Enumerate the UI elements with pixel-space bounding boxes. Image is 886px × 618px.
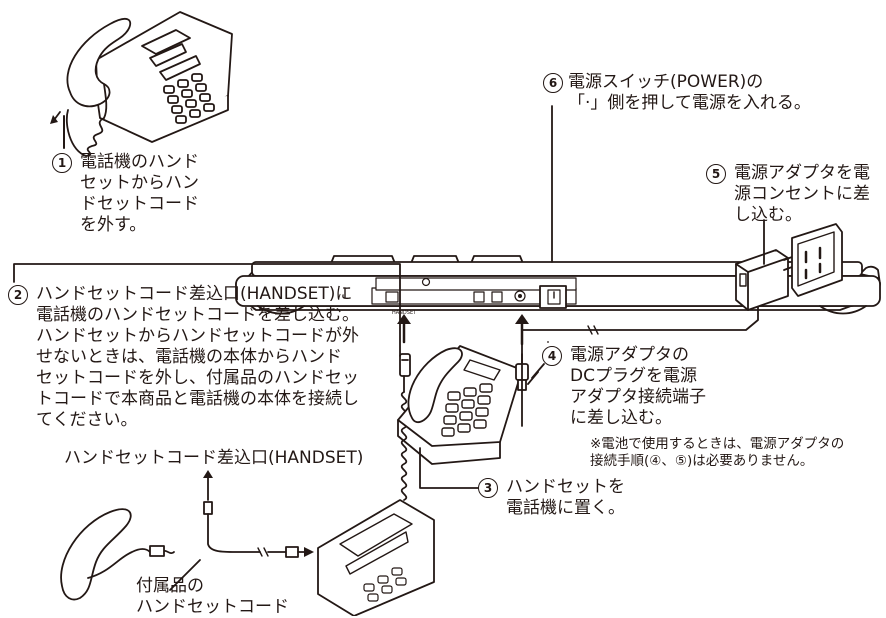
desk-phone-icon xyxy=(95,11,233,143)
handset-icon xyxy=(60,508,175,601)
step-6-number: 6 xyxy=(543,73,563,93)
handset-icon xyxy=(407,347,463,424)
svg-text:HANDSET: HANDSET xyxy=(392,310,417,316)
step-2-number: 2 xyxy=(8,285,28,305)
device-unit xyxy=(235,255,881,315)
desk-phone-icon xyxy=(317,499,435,616)
step-5-number: 5 xyxy=(706,164,726,184)
step-3-number: 3 xyxy=(478,478,498,498)
step-5-text: 電源アダプタを電 源コンセントに差 し込む。 xyxy=(734,163,870,225)
step-4-text: 電源アダプタの DCプラグを電源 アダプタ接続端子 に差し込む。 xyxy=(570,345,706,428)
step-1-text: 電話機のハンド セットからハン ドセットコード を外す。 xyxy=(80,152,199,235)
step-6-text: 電源スイッチ(POWER)の 「·」側を押して電源を入れる。 xyxy=(568,72,811,113)
inset-cord-label: 付属品の ハンドセットコード xyxy=(136,576,289,617)
handset-icon xyxy=(65,17,132,157)
step-3-text: ハンドセットを 電話機に置く。 xyxy=(506,477,625,518)
step-2-text: ハンドセットコード差込口(HANDSET)に 電話機のハンドセットコードを差し込… xyxy=(36,284,359,430)
battery-note: ※電池で使用するときは、電源アダプタの 接続手順(④、⑤)は必要ありません。 xyxy=(590,436,845,469)
inset-port-label: ハンドセットコード差込口(HANDSET) xyxy=(64,448,364,468)
step-4-number: 4 xyxy=(542,346,562,366)
step-1-number: 1 xyxy=(52,153,72,173)
modular-plug-icon xyxy=(399,353,411,377)
wall-outlet-icon xyxy=(791,223,843,297)
desk-phone-icon xyxy=(397,345,523,465)
